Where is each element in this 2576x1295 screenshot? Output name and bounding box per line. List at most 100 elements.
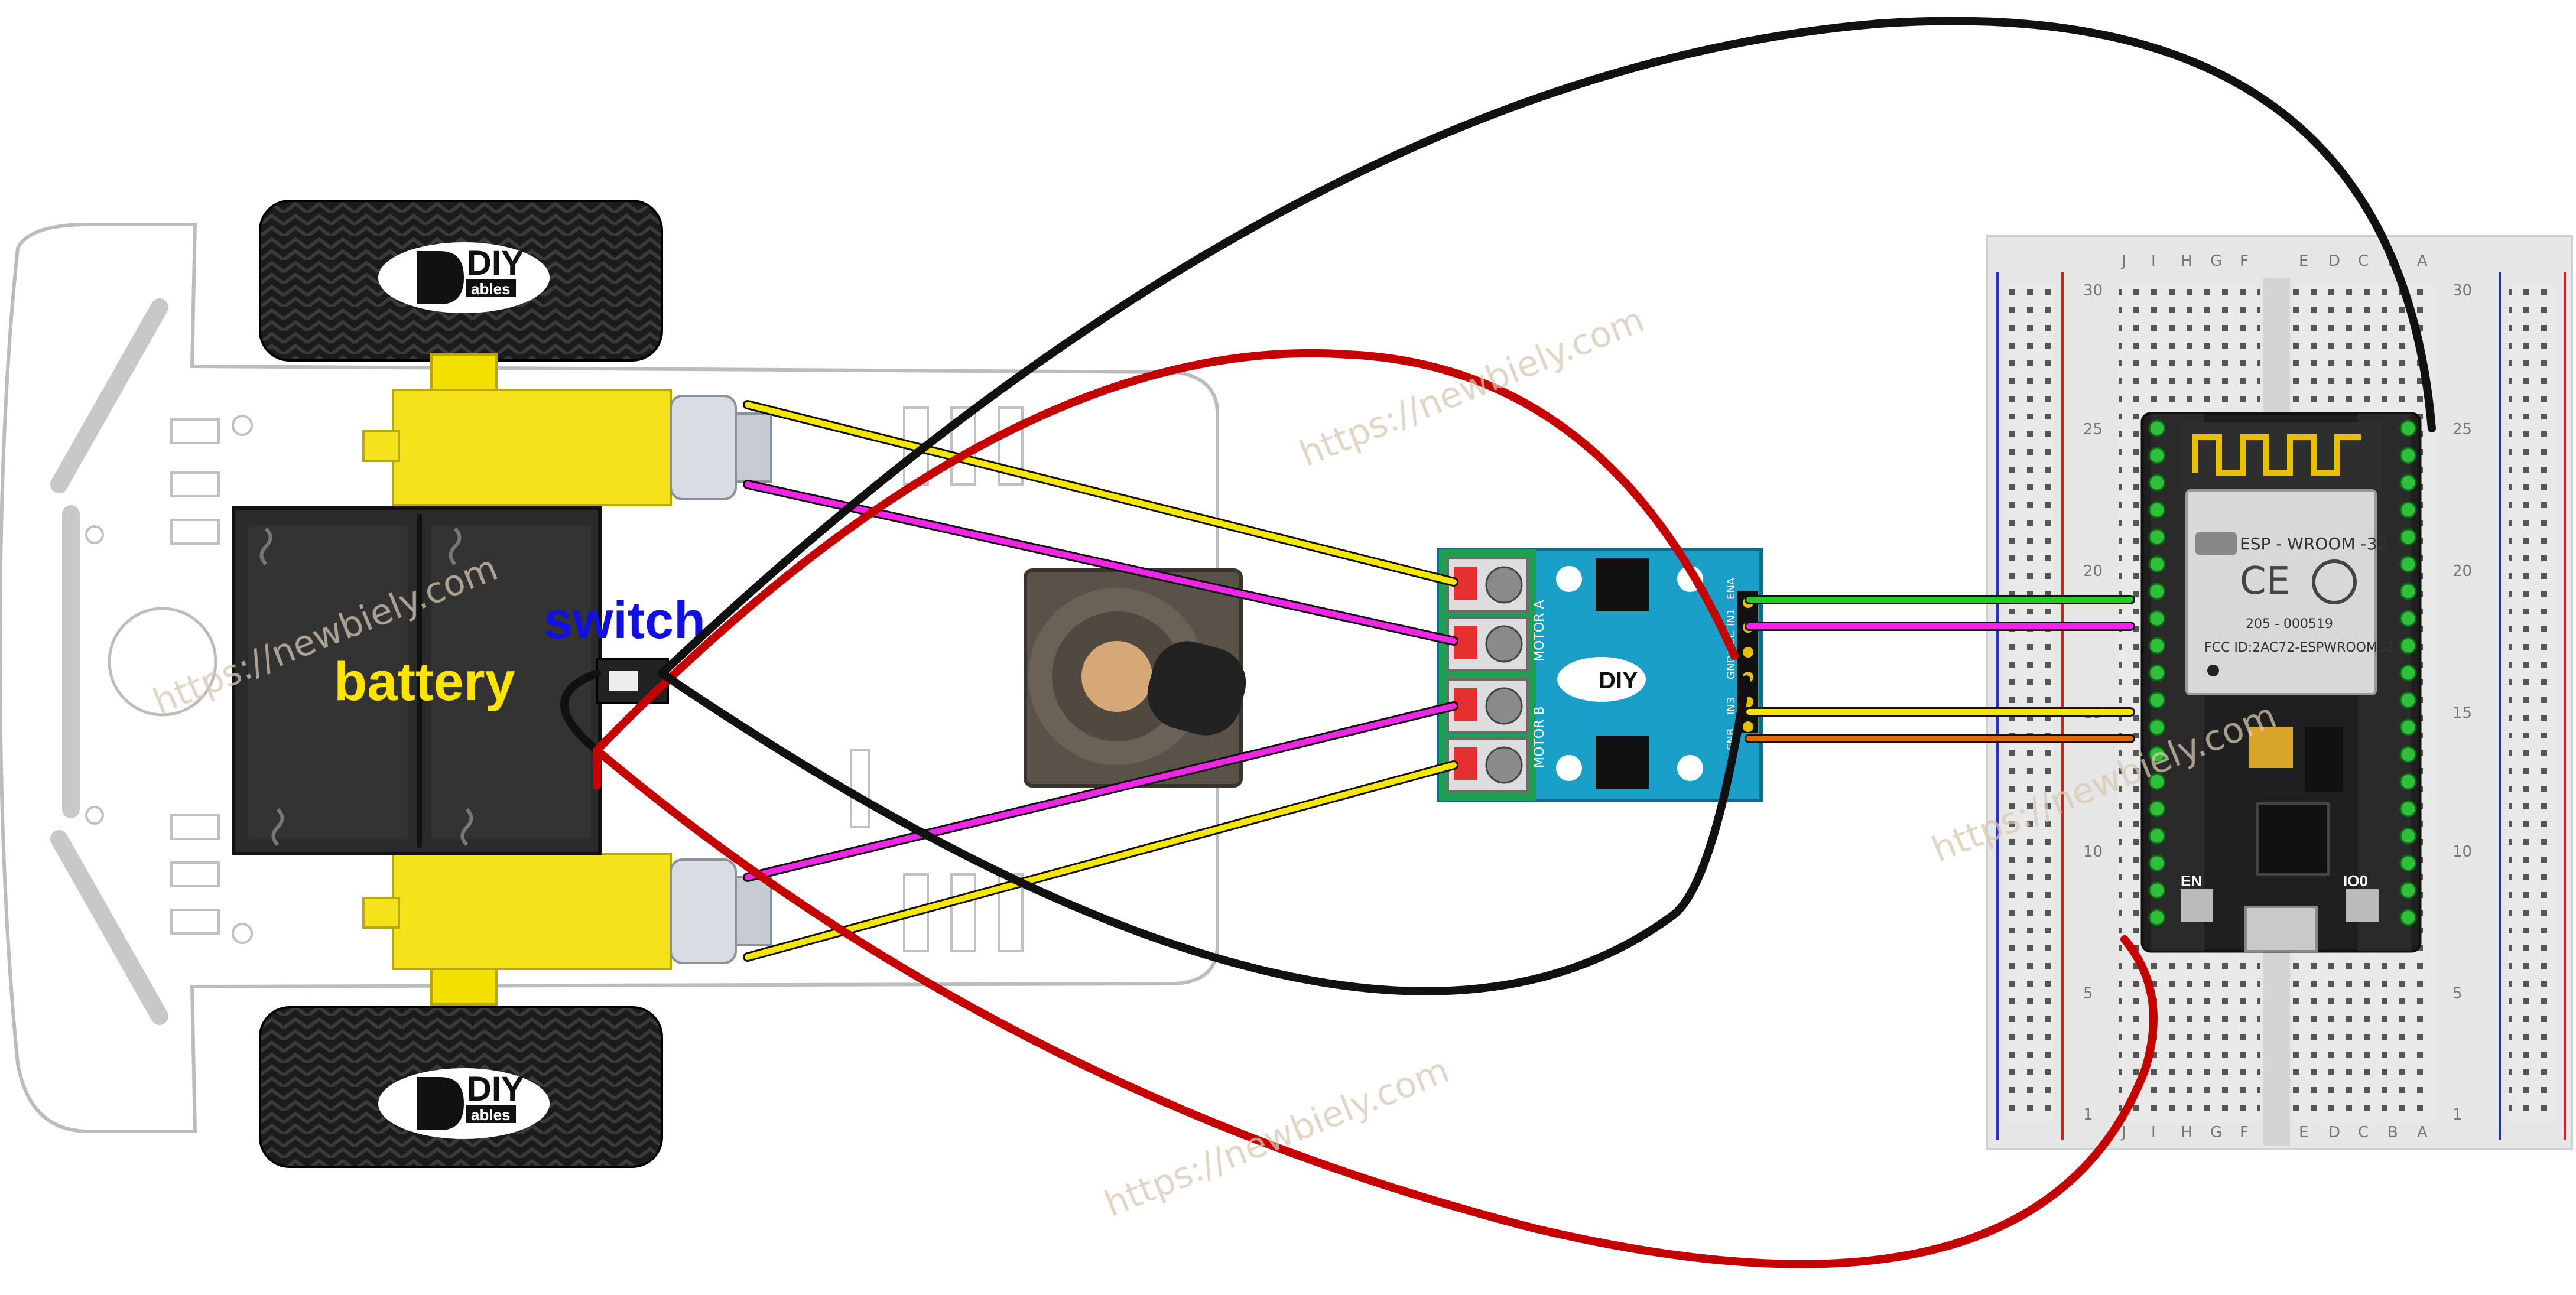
esp32-pin [2148,637,2166,655]
wires [560,17,2436,1268]
esp32-pin [2399,528,2417,546]
brand-name: DIY [467,1070,524,1108]
column-label: J [2120,1124,2126,1141]
wheel-top: DIY ables [259,200,663,362]
esp32-pin [2399,773,2417,790]
column-label: A [2417,1124,2428,1141]
row-number: 30 [2452,282,2472,300]
ce-mark-icon: CE [2240,559,2290,603]
column-label: C [2358,1124,2369,1141]
column-label: A [2417,252,2428,270]
switch-label: switch [544,591,706,649]
row-number: 25 [2083,421,2103,438]
row-number: 1 [2083,1106,2093,1124]
brand-name: DIY [1599,668,1638,694]
battery-holder [232,506,602,855]
esp32-pin [2148,800,2166,818]
esp32-pin [2148,555,2166,573]
column-label: H [2181,1124,2192,1141]
esp32-pin [2148,909,2166,926]
row-number: 20 [2452,562,2472,580]
watermark-text: https://newbiely.com [1294,299,1650,475]
row-number: 1 [2452,1106,2463,1124]
diyables-logo-icon [417,251,464,304]
row-number: 15 [2452,704,2472,722]
esp32-pin [2148,474,2166,492]
esp32-pin [2148,447,2166,464]
wire-red-vin-esp32 [593,746,2158,1268]
usb-port-icon [2244,906,2318,952]
esp32-pin [2399,555,2417,573]
esp32-pin [2399,583,2417,600]
motor-top [362,353,772,506]
esp32-pin [2148,419,2166,437]
battery-label: battery [334,652,515,712]
esp32-pin [2148,881,2166,899]
en-label: EN [2181,872,2202,890]
esp32-pin [2148,664,2166,682]
esp32-pin [2399,746,2417,763]
esp32-pin [2148,773,2166,790]
esp32-pin [2399,664,2417,682]
column-label: E [2299,1124,2308,1141]
esp32-pin [2399,474,2417,492]
diyables-logo-icon [417,1077,464,1130]
esp32-module-label: ESP - WROOM -32 [2240,534,2387,554]
esp32-pin [2399,881,2417,899]
row-number: 25 [2452,421,2472,438]
esp32-pin [2148,746,2166,763]
wire-battery-black [560,669,601,754]
esp32-pin [2399,909,2417,926]
esp32-board: ESP - WROOM -32 CE 205 - 000519 FCC ID:2… [2140,412,2422,953]
esp32-pin [2399,854,2417,872]
brand-name: DIY [467,244,524,282]
column-label: G [2210,252,2222,270]
row-number: 5 [2452,985,2463,1003]
column-label: G [2210,1124,2222,1141]
motor-driver: MOTOR A MOTOR B DIY ENA IN1 VCC GND IN3 … [1437,548,1763,802]
wifi-logo-icon [2195,532,2237,555]
esp32-pin [2148,854,2166,872]
en-button[interactable] [2181,889,2213,922]
wire-black-switch-gnd [658,669,1750,995]
esp32-fcc-label: FCC ID:2AC72-ESPWROOM32 [2204,640,2394,655]
row-number: 30 [2083,282,2103,300]
brand-sub: ables [471,1106,511,1124]
esp32-pin [2148,583,2166,600]
row-number: 10 [2452,843,2472,861]
esp32-pin [2399,827,2417,845]
column-label: J [2120,252,2126,270]
motor-a-label: MOTOR A [1532,600,1547,662]
column-label: F [2240,252,2249,270]
wire-red-switch-vcc [593,349,1739,754]
column-label: H [2181,252,2192,270]
column-label: I [2151,1124,2156,1141]
column-label: B [2387,1124,2398,1141]
switch [596,658,669,704]
row-number: 10 [2083,843,2103,861]
esp32-pin [2148,691,2166,709]
column-label: I [2151,252,2156,270]
column-label: D [2328,1124,2340,1141]
column-label: F [2240,1124,2249,1141]
motor-icon [392,853,672,970]
io0-button[interactable] [2346,889,2379,922]
esp32-pin [2399,419,2417,437]
pin-label: IN3 [1725,697,1737,715]
column-label: D [2328,252,2340,270]
caster-wheel [1024,568,1246,788]
motor-bottom [362,853,772,1006]
esp32-pin [2399,718,2417,736]
wheel-bottom: DIY ables [259,1006,663,1168]
io0-label: IO0 [2343,872,2368,890]
esp32-pin [2148,610,2166,627]
pin-label: GND [1725,655,1737,679]
pin-label: ENA [1725,577,1737,600]
esp32-pin [2148,501,2166,519]
esp32-pin [2399,691,2417,709]
esp32-pin [2399,501,2417,519]
pin-label: IN1 [1725,609,1737,626]
motor-b-label: MOTOR B [1532,707,1547,768]
column-label: E [2299,252,2308,270]
